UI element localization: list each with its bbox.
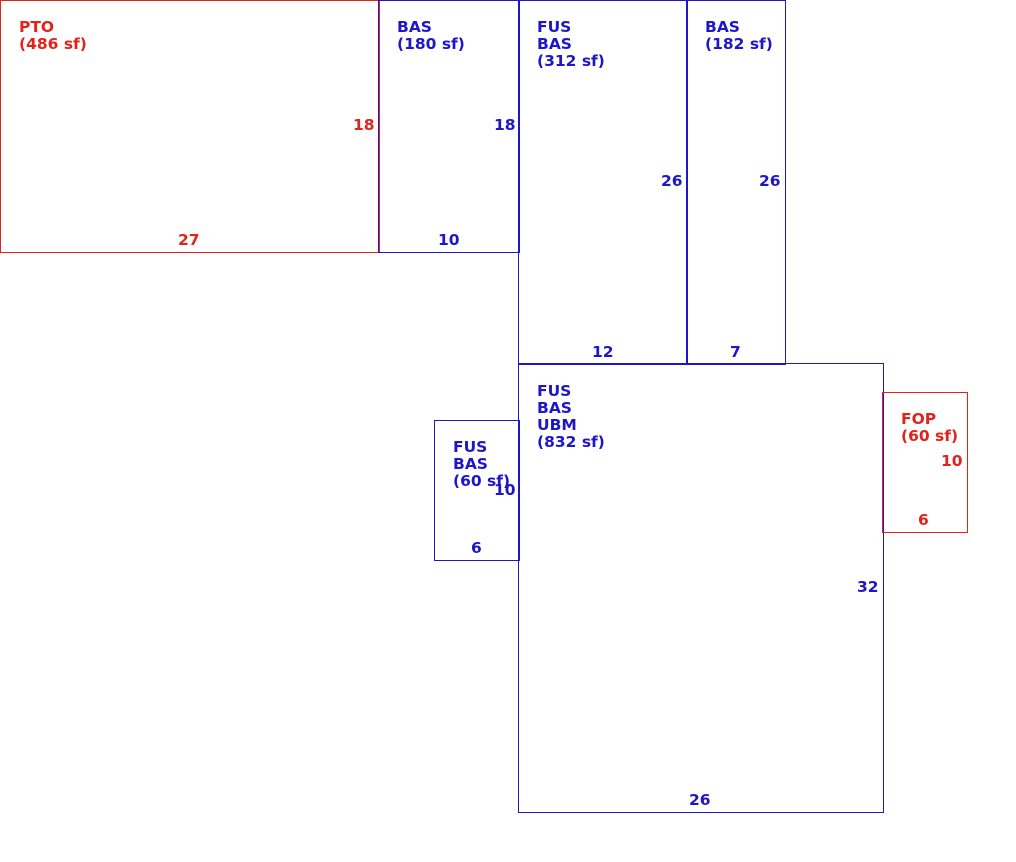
area-fus-bas-a-height-dim: 26 [661, 172, 683, 190]
area-main-code-2: BAS [537, 399, 572, 417]
area-main-height-dim: 32 [857, 578, 879, 596]
area-bas-b-width-dim: 7 [730, 343, 741, 361]
area-pto-width-dim: 27 [178, 231, 200, 249]
area-main-width-dim: 26 [689, 791, 711, 809]
area-fus-bas-a-code-2: BAS [537, 35, 572, 53]
area-bas-a-height-dim: 18 [494, 116, 516, 134]
area-pto [0, 0, 380, 253]
area-bas-b-label: BAS (182 sf) [705, 19, 773, 53]
area-main-code-3: UBM [537, 416, 577, 434]
area-fop [882, 392, 968, 533]
area-bas-a [378, 0, 520, 253]
area-fop-code: FOP [901, 410, 937, 428]
area-small-height-dim: 10 [494, 481, 516, 499]
area-fus-bas-a [518, 0, 688, 365]
area-fop-height-dim: 10 [941, 452, 963, 470]
area-pto-size: (486 sf) [19, 35, 87, 53]
area-small-width-dim: 6 [471, 539, 482, 557]
area-bas-b-size: (182 sf) [705, 35, 773, 53]
area-fus-bas-a-label: FUS BAS (312 sf) [537, 19, 605, 70]
area-main-label: FUS BAS UBM (832 sf) [537, 383, 605, 451]
area-small-label: FUS BAS (60 sf) [453, 439, 510, 490]
area-bas-b [686, 0, 786, 365]
area-fop-size: (60 sf) [901, 427, 959, 445]
area-bas-a-size: (180 sf) [397, 35, 465, 53]
area-pto-height-dim: 18 [353, 116, 375, 134]
area-main-code-1: FUS [537, 382, 572, 400]
area-main-size: (832 sf) [537, 433, 605, 451]
area-small [434, 420, 520, 561]
area-bas-a-code: BAS [397, 18, 432, 36]
area-small-code-2: BAS [453, 455, 488, 473]
area-bas-a-width-dim: 10 [438, 231, 460, 249]
area-fus-bas-a-width-dim: 12 [592, 343, 614, 361]
area-bas-b-height-dim: 26 [759, 172, 781, 190]
area-fus-bas-a-size: (312 sf) [537, 52, 605, 70]
area-pto-label: PTO (486 sf) [19, 19, 87, 53]
area-fop-label: FOP (60 sf) [901, 411, 958, 445]
area-fus-bas-a-code-1: FUS [537, 18, 572, 36]
area-main [518, 363, 884, 813]
area-small-code-1: FUS [453, 438, 488, 456]
area-pto-code: PTO [19, 18, 55, 36]
area-fop-width-dim: 6 [918, 511, 929, 529]
area-bas-a-label: BAS (180 sf) [397, 19, 465, 53]
area-small-size: (60 sf) [453, 472, 511, 490]
area-bas-b-code: BAS [705, 18, 740, 36]
